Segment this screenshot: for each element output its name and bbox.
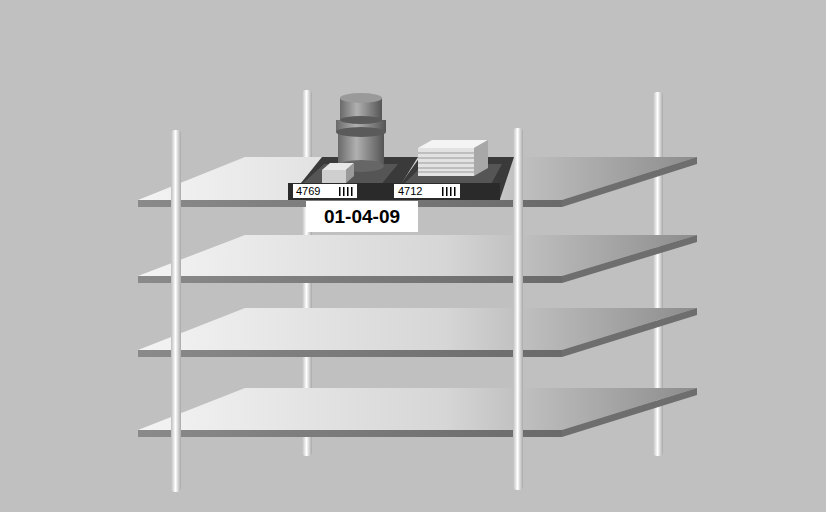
front-post <box>171 130 181 492</box>
pallet-number: 4769 <box>296 185 320 198</box>
front-post <box>513 128 523 490</box>
pallet-number: 4712 <box>398 185 422 198</box>
pallet <box>390 157 514 200</box>
small-box <box>322 163 354 183</box>
location-label: 01-04-09 <box>306 201 418 232</box>
cylinder-stack <box>336 93 386 172</box>
location-code: 01-04-09 <box>324 206 400 228</box>
shelves <box>138 157 697 437</box>
paper-stack <box>418 140 488 176</box>
